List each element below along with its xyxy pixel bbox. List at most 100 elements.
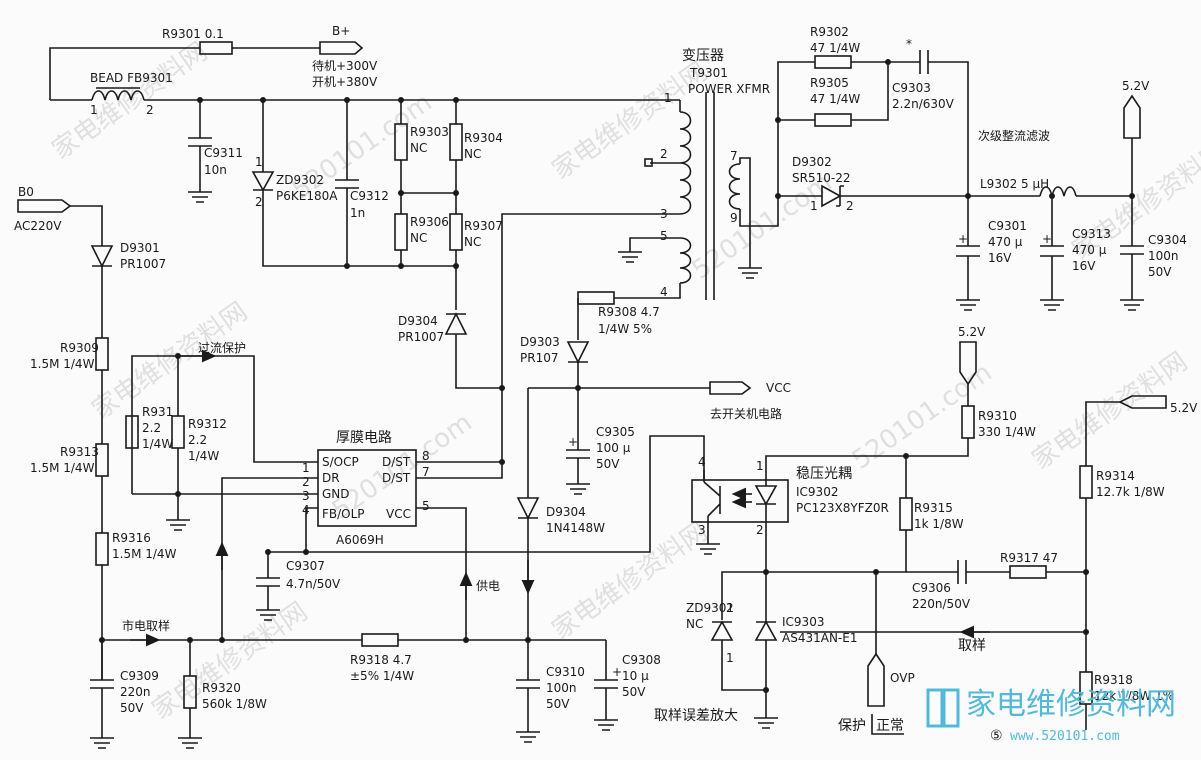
vcc-supply-section: R9308 4.7 1/4W 5% D9303 PR107 VCC 去开关机电路… — [516, 291, 791, 743]
ground-symbol — [90, 737, 114, 749]
c9308-label: C9308 — [622, 653, 661, 667]
opto-pin3: 3 — [698, 523, 706, 537]
ic-name: A6069H — [336, 533, 384, 547]
site-logo: 家电维修资料网 www.520101.com — [926, 687, 1176, 744]
d9302-pin1: 1 — [810, 199, 818, 213]
c9310-value2: 50V — [546, 697, 570, 711]
c9303-star: * — [906, 37, 912, 51]
c9303-value: 2.2n/630V — [892, 97, 955, 111]
d9301-label: D9301 — [120, 241, 160, 255]
transformer-core — [705, 92, 715, 300]
ground-symbol — [696, 543, 720, 555]
ic-dst2: D/ST — [382, 471, 411, 485]
t-pin3: 3 — [660, 207, 668, 221]
on-voltage-label: 开机+380V — [312, 75, 378, 89]
r9305-value: 47 1/4W — [810, 92, 860, 106]
ic-dr: DR — [322, 471, 340, 485]
mains-sample-label: 市电取样 — [122, 618, 170, 633]
r9318-resistor — [361, 633, 399, 647]
secondary-title: 次级整流滤波 — [978, 128, 1050, 143]
r9307-resistor — [449, 213, 463, 251]
r9318a-value: ±5% 1/4W — [350, 669, 414, 683]
c9305-plus: + — [568, 435, 578, 449]
r9320-value: 560k 1/8W — [202, 697, 267, 711]
c9305-value2: 50V — [596, 457, 620, 471]
ic-pin8: 8 — [422, 449, 430, 463]
circle-5-label: ⑤ — [990, 728, 1003, 744]
r9312-label: R9312 — [188, 417, 227, 431]
r9302-label: R9302 — [810, 25, 849, 39]
ic-gnd: GND — [322, 487, 350, 501]
r9302-value: 47 1/4W — [810, 41, 860, 55]
r931-resistor — [125, 415, 139, 449]
pin2-terminal — [644, 158, 653, 167]
r9302-resistor — [814, 55, 852, 69]
r9309-label: R9309 — [60, 341, 99, 355]
d9302-pin2: 2 — [846, 199, 854, 213]
d9304b-label: D9304 — [546, 505, 586, 519]
bplus-label: B+ — [332, 24, 350, 38]
r9304-value: NC — [464, 147, 481, 161]
opto-pin4: 4 — [698, 455, 706, 469]
feedback-section: 5.2V R9310 330 1/4W 4 3 1 2 稳压光耦 IC9302 … — [654, 325, 1198, 744]
normal-label: 正常 — [876, 718, 904, 734]
c9311-label: C9311 — [204, 146, 243, 160]
ground-symbol — [738, 267, 762, 279]
standby-voltage-label: 待机+300V — [312, 59, 378, 73]
r931-label: R931 — [142, 405, 173, 419]
zd9302-pin1: 1 — [255, 155, 263, 169]
r9306-value: NC — [410, 231, 427, 245]
ground-symbol — [516, 731, 540, 743]
r9306-resistor — [394, 213, 408, 251]
input-filter-section: R9301 0.1 B+ 待机+300V 开机+380V BEAD FB9301… — [49, 24, 680, 389]
zd9301-value: NC — [686, 617, 703, 631]
opto-pin1: 1 — [756, 459, 764, 473]
r9307-value: NC — [464, 235, 481, 249]
v52-mid-terminal — [959, 341, 977, 386]
r9315-resistor — [899, 497, 913, 531]
r9320-label: R9320 — [202, 681, 241, 695]
c9301-value2: 16V — [988, 251, 1012, 265]
ground-symbol — [256, 609, 280, 621]
c9301-value1: 470 μ — [988, 235, 1023, 249]
ic9303-value: AS431AN-E1 — [782, 631, 857, 645]
c9310-label: C9310 — [546, 665, 585, 679]
ic-fbolp: FB/OLP — [322, 507, 365, 521]
r9310-resistor — [961, 405, 975, 439]
c9305-label: C9305 — [596, 425, 635, 439]
c9307-value: 4.7n/50V — [286, 577, 341, 591]
opto-pin2: 2 — [756, 523, 764, 537]
ovp-terminal — [867, 652, 885, 707]
d9303-value: PR107 — [520, 351, 558, 365]
opto-title: 稳压光耦 — [796, 466, 852, 482]
to-switch-label: 去开关机电路 — [710, 406, 782, 421]
zd9301-pin2: 2 — [726, 601, 734, 615]
bead-pin2: 2 — [146, 103, 154, 117]
vcc-label: VCC — [766, 381, 791, 395]
c9313-value2: 16V — [1072, 259, 1096, 273]
ic-dst1: D/ST — [382, 455, 411, 469]
aux-winding — [679, 237, 692, 284]
r9310-value: 330 1/4W — [978, 425, 1036, 439]
r9313-value: 1.5M 1/4W — [30, 461, 95, 475]
book-icon — [926, 688, 960, 728]
t-pin4: 4 — [660, 285, 668, 299]
b0-terminal — [17, 199, 72, 213]
b0-label: B0 — [18, 185, 34, 199]
watermark-text: 家电维修资料网 — [1027, 347, 1193, 476]
r9316-resistor — [95, 532, 109, 566]
transformer-title: 变压器 — [682, 48, 724, 64]
r9308-value: 1/4W 5% — [598, 322, 652, 336]
ic-a6069h — [317, 449, 417, 527]
r9317-resistor — [1009, 565, 1047, 579]
r9305-resistor — [814, 113, 852, 127]
r9304-resistor — [449, 123, 463, 161]
zd9301-pin1: 1 — [726, 651, 734, 665]
r9301-label: R9301 0.1 — [162, 27, 224, 41]
overcurrent-label: 过流保护 — [198, 341, 246, 355]
c9304-value1: 100n — [1148, 249, 1179, 263]
r9304-label: R9304 — [464, 131, 503, 145]
d9304a-label: D9304 — [398, 314, 438, 328]
optocoupler-ic9302 — [691, 479, 789, 523]
